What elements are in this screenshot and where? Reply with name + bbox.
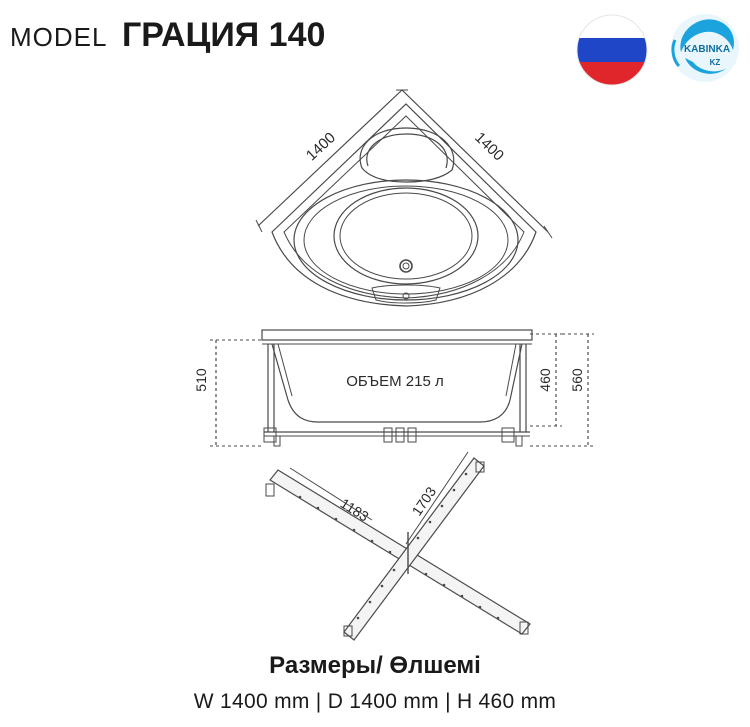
dimensions-title: Размеры/ Өлшемі xyxy=(269,652,481,679)
dim-label-460: 460 xyxy=(537,368,553,392)
dim-line-1183 xyxy=(289,467,373,521)
basin-bottom xyxy=(333,187,479,285)
frame-bar-short xyxy=(269,469,531,635)
dim-label-right: 1400 xyxy=(471,129,507,164)
drain xyxy=(399,259,413,273)
frame-bar-long xyxy=(343,457,485,641)
model-label: MODEL xyxy=(10,22,108,52)
header: MODEL ГРАЦИЯ 140 KABINKA KZ xyxy=(0,0,750,90)
dimensions-summary: W 1400 mm | D 1400 mm | H 460 mm xyxy=(193,690,557,713)
kabinka-logo: KABINKA KZ xyxy=(667,10,743,86)
logo-text: KABINKA xyxy=(684,44,730,55)
dim-label-left: 1400 xyxy=(303,129,339,164)
top-view xyxy=(255,89,553,307)
side-view xyxy=(210,329,594,447)
bath-rim xyxy=(261,329,533,341)
technical-drawing: 1400 1400 ОБЪЕМ 215 л 510 460 560 1183 1… xyxy=(193,89,594,641)
basin-rim xyxy=(293,179,519,301)
bath-outline xyxy=(271,103,537,307)
dim-label-510: 510 xyxy=(193,368,209,392)
bath-body xyxy=(271,343,523,423)
dim-line-left xyxy=(257,89,403,227)
volume-label: ОБЪЕМ 215 л xyxy=(346,373,444,390)
dim-label-560: 560 xyxy=(569,368,585,392)
logo-subtext: KZ xyxy=(710,58,721,67)
dim-line-right xyxy=(401,89,549,233)
dim-line-1703 xyxy=(405,451,469,545)
frame-view xyxy=(265,451,531,641)
model-name: ГРАЦИЯ 140 xyxy=(122,16,326,54)
russia-flag-icon xyxy=(576,14,648,86)
frame-holes xyxy=(298,472,500,620)
